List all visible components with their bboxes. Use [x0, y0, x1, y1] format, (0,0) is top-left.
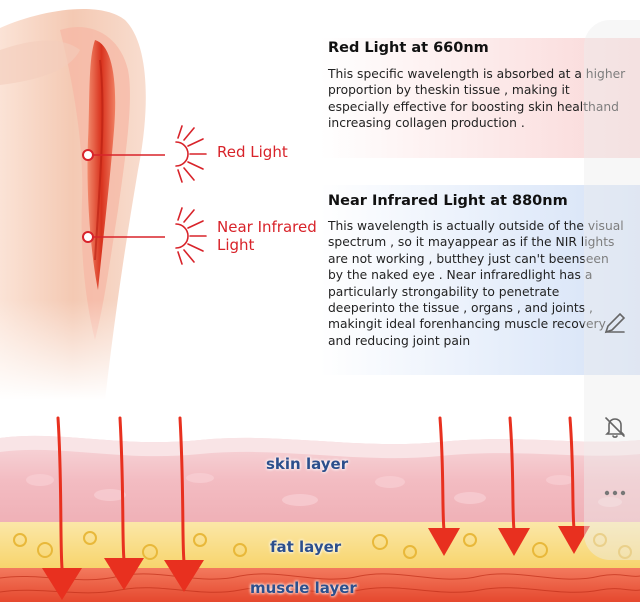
nir-light-label-line1: Near Infrared [217, 218, 317, 236]
nir-desc-line: particularly strongability to penetrate [328, 284, 560, 299]
skin-layers-diagram [0, 416, 640, 602]
nir-light-description: This wavelength is actually outside of t… [328, 218, 640, 349]
red-desc-line: proportion by theskin tissue , making it [328, 83, 570, 98]
red-desc-line: This specific wavelength is absorbed at … [328, 67, 626, 81]
sun-ray-icon [175, 125, 207, 183]
red-light-description: This specific wavelength is absorbed at … [328, 66, 640, 132]
edit-button[interactable] [598, 306, 632, 340]
nir-desc-line: makingit ideal forenhancing muscle recov… [328, 317, 606, 332]
skin-layer-label: skin layer [266, 455, 349, 473]
red-light-label: Red Light [217, 143, 288, 161]
edit-icon [604, 312, 626, 334]
side-control-strip [584, 20, 640, 560]
nir-light-label-line2: Light [217, 236, 255, 254]
muscle-layer-label: muscle layer [250, 579, 357, 597]
mute-notifications-button[interactable] [598, 410, 632, 444]
nir-desc-line: deeperinto the tissue , organs , and joi… [328, 301, 593, 316]
more-icon [604, 490, 626, 496]
red-desc-line: especially effective for boosting skin h… [328, 99, 619, 114]
arm-illustration [0, 0, 330, 400]
nir-desc-line: are not working , butthey just can't bee… [328, 251, 609, 266]
more-options-button[interactable] [598, 476, 632, 510]
bell-muted-icon [605, 417, 625, 438]
nir-light-panel: Near Infrared Light at 880nm This wavele… [320, 185, 640, 375]
nir-light-title: Near Infrared Light at 880nm [328, 193, 568, 209]
red-light-title: Red Light at 660nm [328, 40, 489, 56]
nir-desc-line: by the naked eye . Near infraredlight ha… [328, 268, 593, 283]
sun-ray-icon [175, 207, 207, 265]
nir-desc-line: This wavelength is actually outside of t… [328, 219, 624, 233]
nir-desc-line: and reducing joint pain [328, 333, 471, 348]
red-desc-line: increasing collagen production . [328, 116, 525, 131]
fat-layer-label: fat layer [270, 538, 342, 556]
red-light-panel: Red Light at 660nm This specific wavelen… [320, 38, 640, 158]
nir-desc-line: spectrum , so it mayappear as if the NIR… [328, 235, 615, 250]
